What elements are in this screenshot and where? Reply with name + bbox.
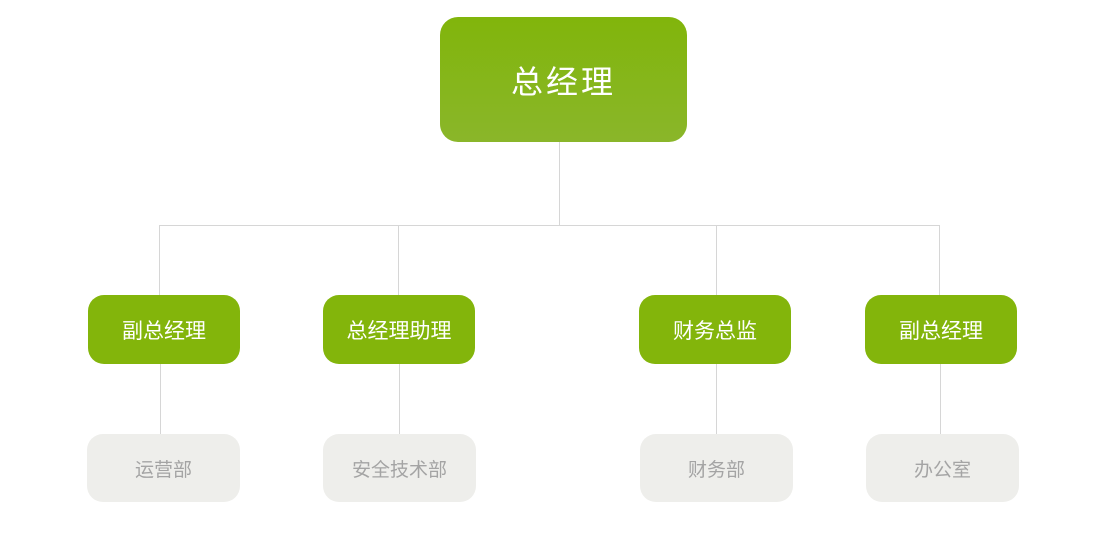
node-office: 办公室	[866, 434, 1019, 502]
node-gm-assistant: 总经理助理	[323, 295, 475, 364]
node-finance-director: 财务总监	[639, 295, 791, 364]
connector-to-manager-1	[159, 225, 160, 295]
node-deputy-gm-right: 副总经理	[865, 295, 1017, 364]
connector-manager-4-to-dept	[940, 364, 941, 434]
node-label: 总经理助理	[346, 318, 452, 343]
node-operations-dept: 运营部	[87, 434, 240, 502]
node-label: 办公室	[913, 458, 971, 481]
connector-to-manager-2	[398, 225, 399, 295]
connector-horizontal-bus	[159, 225, 940, 226]
node-deputy-gm-left: 副总经理	[88, 295, 240, 364]
connector-root-down	[559, 142, 560, 226]
connector-manager-1-to-dept	[160, 364, 161, 434]
node-label: 总经理	[510, 62, 616, 101]
node-label: 副总经理	[122, 318, 206, 343]
connector-to-manager-4	[939, 225, 940, 295]
node-finance-dept: 财务部	[640, 434, 793, 502]
node-label: 财务总监	[673, 318, 757, 343]
node-safety-tech-dept: 安全技术部	[323, 434, 476, 502]
node-general-manager: 总经理	[440, 17, 687, 142]
connector-manager-3-to-dept	[716, 364, 717, 434]
connector-to-manager-3	[716, 225, 717, 295]
node-label: 财务部	[687, 458, 745, 481]
node-label: 安全技术部	[351, 458, 447, 481]
node-label: 副总经理	[899, 318, 983, 343]
connector-manager-2-to-dept	[399, 364, 400, 434]
node-label: 运营部	[134, 458, 192, 481]
